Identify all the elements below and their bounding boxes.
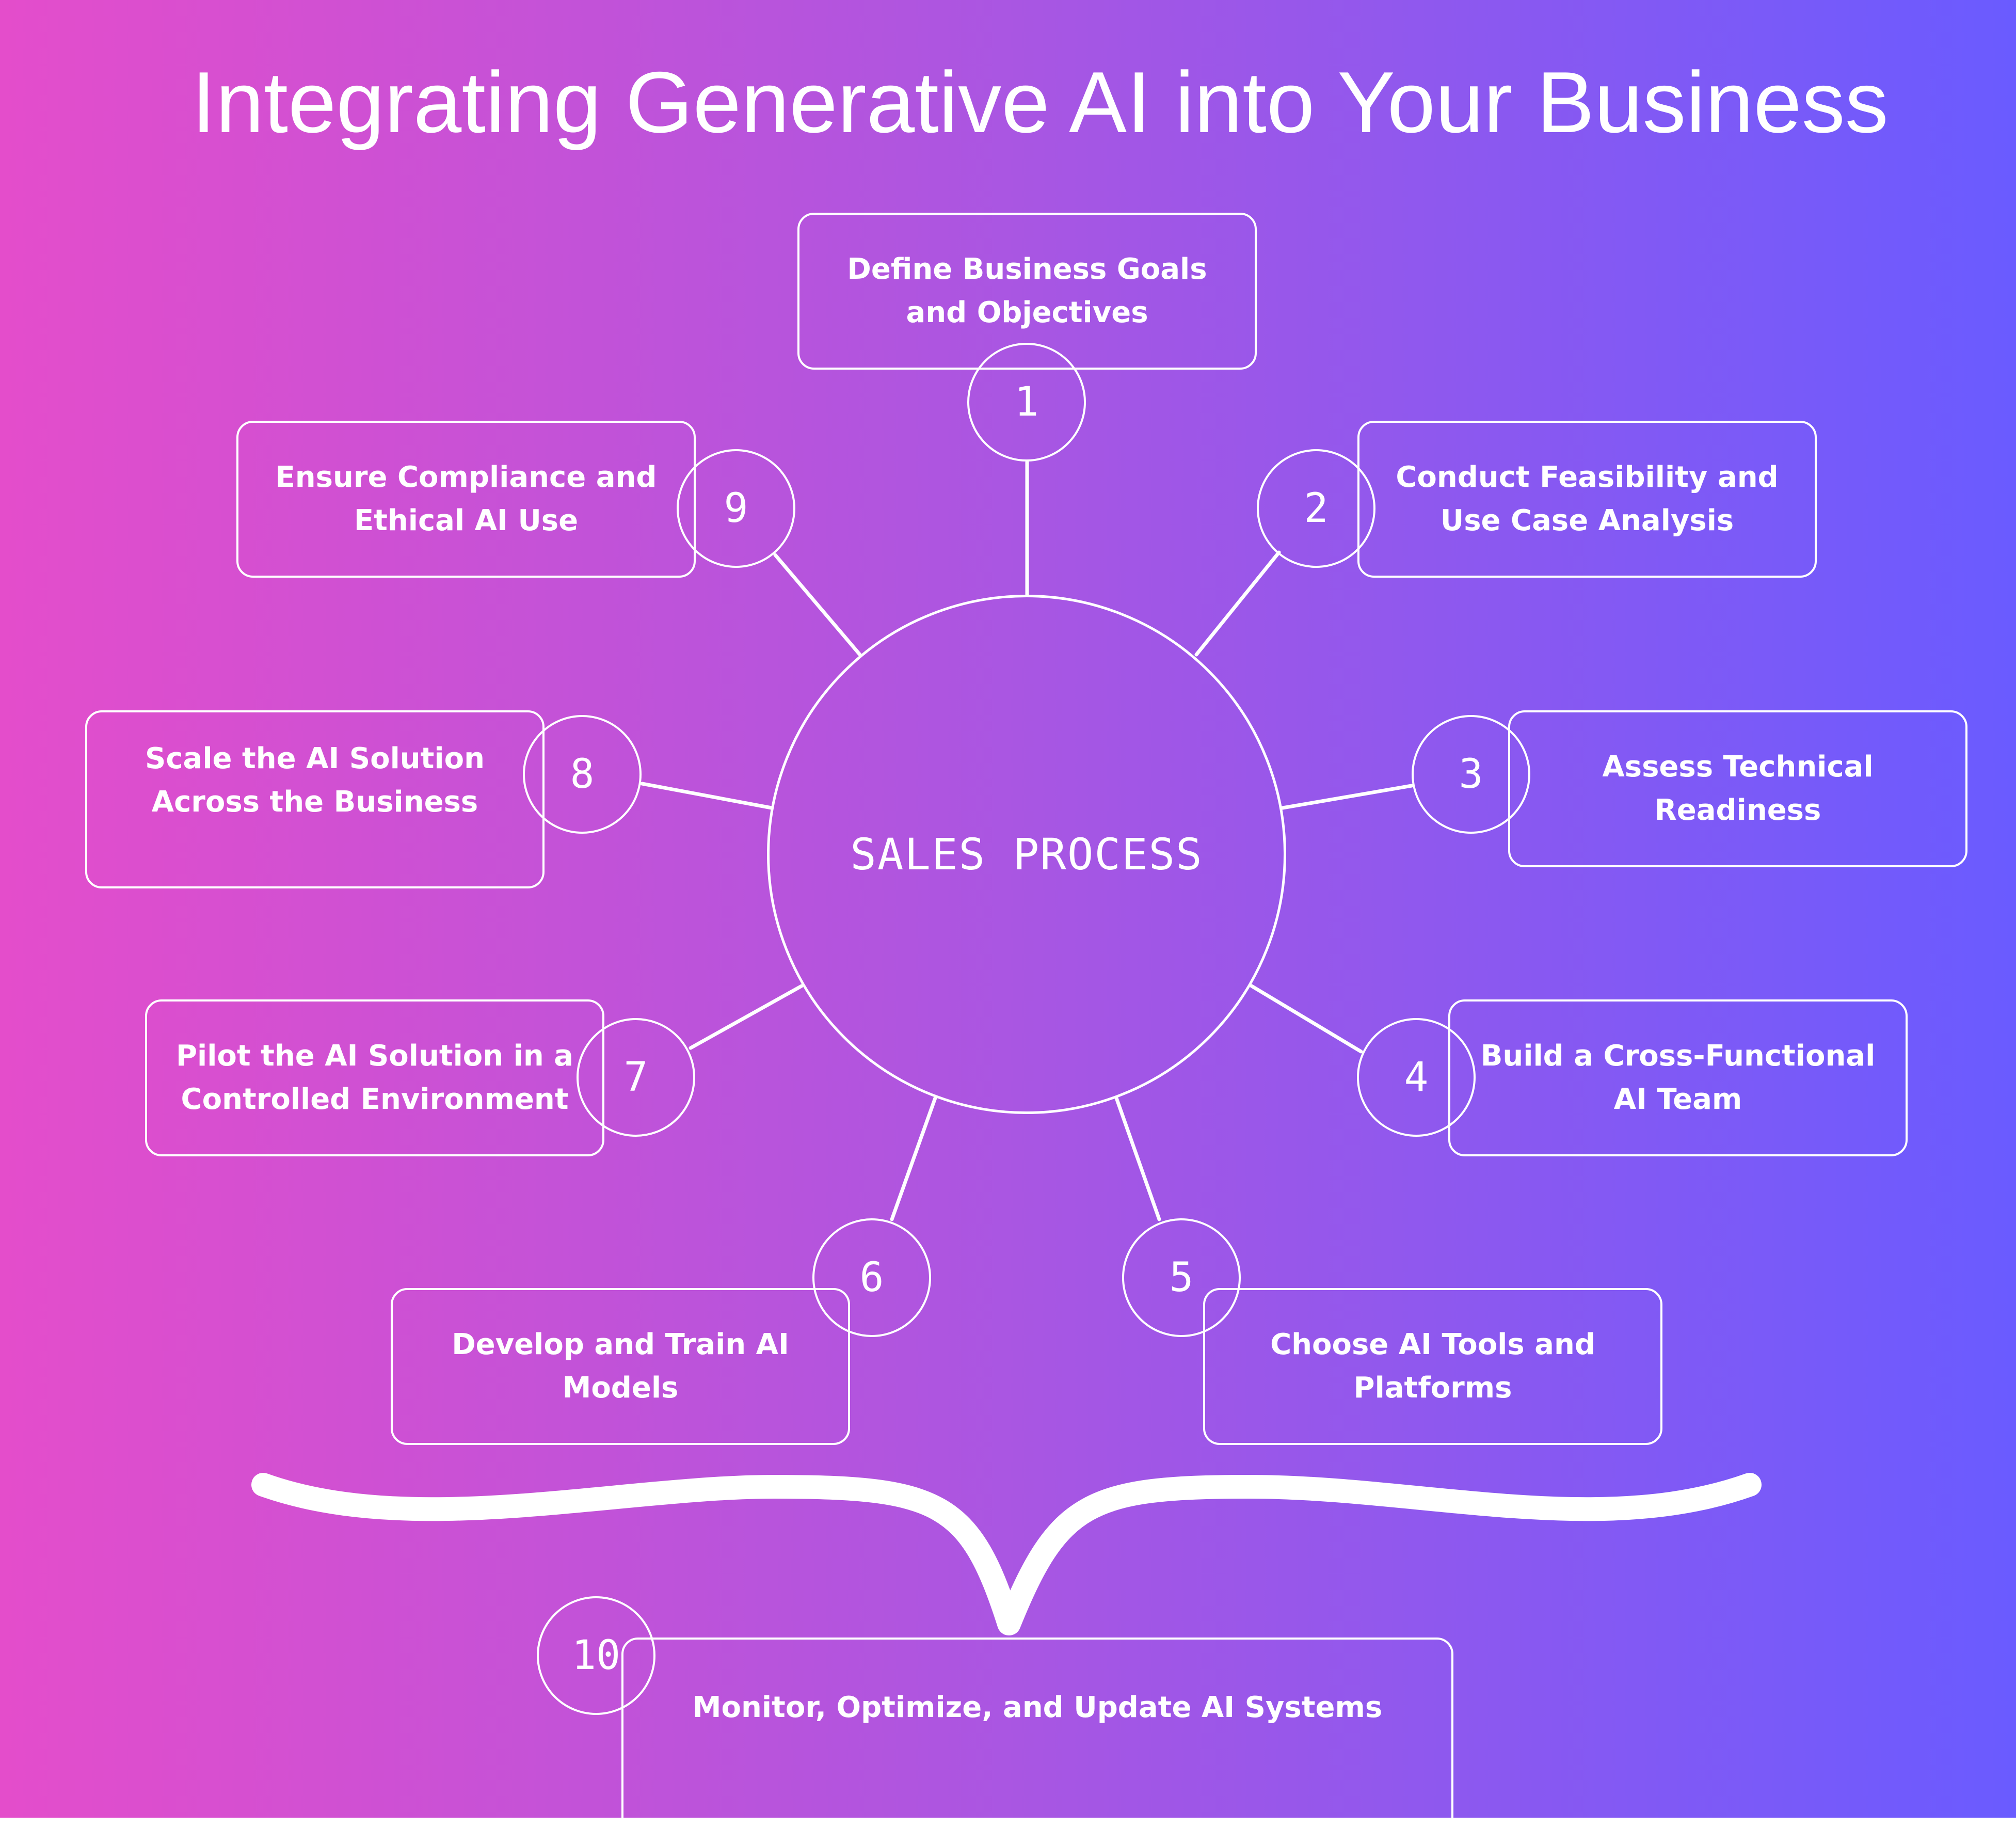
step-box-10: Monitor, Optimize, and Update AI Systems xyxy=(621,1638,1453,1844)
connector-3 xyxy=(1281,784,1414,810)
step-number-7: 7 xyxy=(577,1018,695,1137)
step-number-6: 6 xyxy=(812,1218,931,1337)
page-title: Integrating Generative AI into Your Busi… xyxy=(191,54,1889,151)
step-number-10: 10 xyxy=(537,1596,655,1715)
step-number-3: 3 xyxy=(1412,715,1530,834)
connector-9 xyxy=(773,553,862,657)
center-label: SALES PROCESS xyxy=(850,829,1203,880)
step-label-6: Develop and Train AI Models xyxy=(452,1328,789,1405)
step-number-2: 2 xyxy=(1257,449,1375,568)
step-label-10: Monitor, Optimize, and Update AI Systems xyxy=(692,1691,1383,1724)
step-label-7: Pilot the AI Solution in a Controlled En… xyxy=(176,1039,573,1116)
connector-8 xyxy=(640,782,774,810)
connector-7 xyxy=(689,984,804,1050)
curly-brace xyxy=(251,1473,1762,1635)
step-label-3: Assess Technical Readiness xyxy=(1602,750,1874,827)
step-box-9: Ensure Compliance and Ethical AI Use xyxy=(236,421,696,578)
step-box-3: Assess Technical Readiness xyxy=(1508,710,1967,867)
step-box-5: Choose AI Tools and Platforms xyxy=(1203,1288,1662,1445)
step-number-9: 9 xyxy=(677,449,795,568)
connector-4 xyxy=(1250,984,1363,1054)
step-number-1: 1 xyxy=(967,343,1086,462)
step-label-4: Build a Cross-Functional AI Team xyxy=(1480,1039,1876,1116)
step-label-1: Define Business Goals and Objectives xyxy=(847,252,1207,329)
step-label-2: Conduct Feasibility and Use Case Analysi… xyxy=(1396,460,1779,537)
step-number-4: 4 xyxy=(1357,1018,1476,1137)
step-number-8: 8 xyxy=(523,715,642,834)
step-box-7: Pilot the AI Solution in a Controlled En… xyxy=(145,999,604,1156)
step-label-9: Ensure Compliance and Ethical AI Use xyxy=(275,460,657,537)
step-box-6: Develop and Train AI Models xyxy=(391,1288,850,1445)
connector-2 xyxy=(1194,550,1281,657)
step-label-5: Choose AI Tools and Platforms xyxy=(1270,1328,1595,1405)
step-number-5: 5 xyxy=(1122,1218,1241,1337)
step-box-8: Scale the AI Solution Across the Busines… xyxy=(85,710,545,888)
step-box-2: Conduct Feasibility and Use Case Analysi… xyxy=(1357,421,1817,578)
step-box-4: Build a Cross-Functional AI Team xyxy=(1448,999,1908,1156)
center-circle: SALES PROCESS xyxy=(767,595,1286,1114)
step-label-8: Scale the AI Solution Across the Busines… xyxy=(145,742,485,819)
connector-6 xyxy=(890,1096,937,1221)
connector-5 xyxy=(1114,1096,1161,1221)
